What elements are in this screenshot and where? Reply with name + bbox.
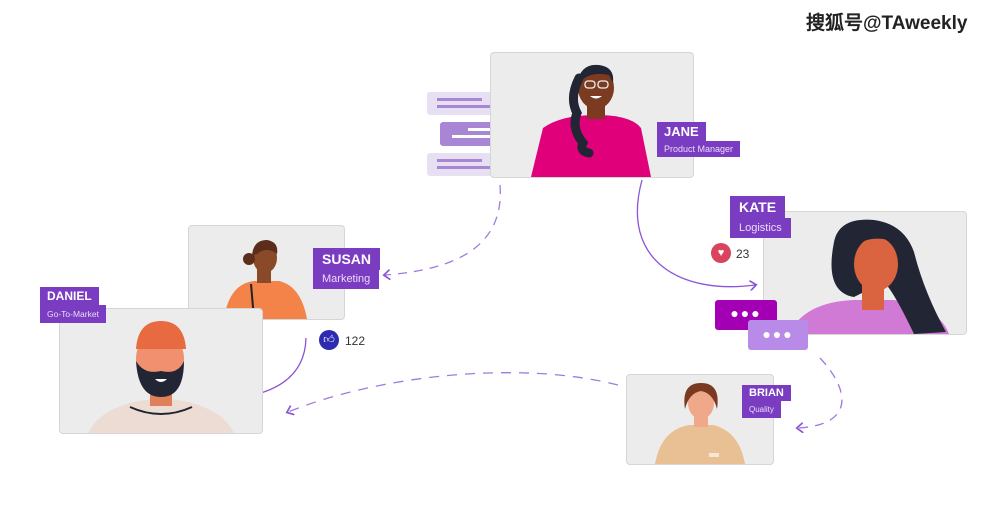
role-label-jane: Product Manager <box>657 141 741 157</box>
message-bubble <box>427 153 510 176</box>
video-tile-susan[interactable] <box>188 225 345 320</box>
role-label-susan: Marketing <box>313 269 380 289</box>
heart-count: 23 <box>736 247 750 261</box>
thumbs-up-icon: 👍︎ <box>319 330 339 350</box>
video-tile-kate[interactable] <box>763 211 967 335</box>
name-label-kate: KATE <box>730 196 786 218</box>
person-kate-illustration <box>789 219 949 334</box>
person-daniel-illustration <box>88 321 234 433</box>
typing-bubble-icon: ●●● <box>748 320 808 350</box>
connector-jane-kate <box>636 179 755 287</box>
watermark: 搜狐号@TAweekly <box>806 13 968 34</box>
person-brian-illustration <box>655 383 745 464</box>
name-label-daniel: DANIEL <box>40 287 99 305</box>
name-label-brian: BRIAN <box>742 385 791 401</box>
heart-icon: ♥ <box>711 243 731 263</box>
video-tile-daniel[interactable] <box>59 308 263 434</box>
connector-kate-brian <box>798 357 843 428</box>
typing-bubble-icon: ●●● <box>715 300 777 330</box>
role-label-kate: Logistics <box>730 218 791 238</box>
person-jane-illustration <box>531 64 651 177</box>
role-label-daniel: Go-To-Market <box>40 305 106 323</box>
name-label-jane: JANE <box>657 122 706 141</box>
message-bubble <box>427 92 510 115</box>
connector-jane-susan <box>385 184 501 275</box>
role-label-brian: Quality <box>742 401 781 418</box>
like-count: 122 <box>345 334 366 348</box>
connector-brian-daniel <box>288 372 619 412</box>
video-tile-jane[interactable] <box>490 52 694 178</box>
name-label-susan: SUSAN <box>313 248 381 270</box>
